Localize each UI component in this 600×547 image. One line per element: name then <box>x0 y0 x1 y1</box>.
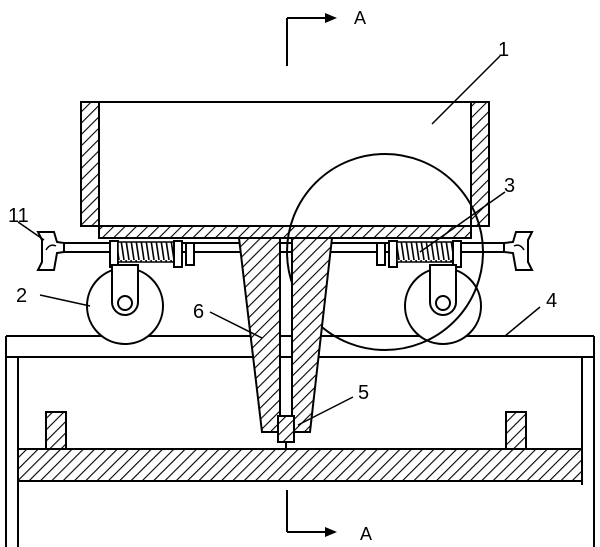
base-rail <box>17 448 583 482</box>
section-label-bottom: A <box>360 524 372 544</box>
label-part-11: 11 <box>8 205 29 227</box>
label-part-1: 1 <box>498 39 509 61</box>
track-frame <box>5 335 595 547</box>
label-part-2: 2 <box>16 285 27 307</box>
wheel-left <box>86 264 164 345</box>
spring-right <box>376 240 462 268</box>
label-part-4: 4 <box>546 290 557 312</box>
label-part-3: 3 <box>504 175 515 197</box>
section-mark-top: A <box>286 8 366 66</box>
hopper <box>80 101 490 239</box>
leader-lines <box>17 55 541 426</box>
stop-block-right <box>505 411 527 450</box>
spring-left <box>109 240 195 268</box>
handle-left <box>36 231 65 271</box>
label-part-5: 5 <box>358 382 369 404</box>
label-part-6: 6 <box>193 301 204 323</box>
stop-block-left <box>45 411 67 450</box>
hopper-floor <box>98 225 472 239</box>
hopper-wall-left <box>80 101 100 227</box>
section-label-top: A <box>354 8 366 28</box>
hopper-wall-right <box>470 101 490 227</box>
wheel-right <box>404 264 482 345</box>
scraper-blade <box>277 415 295 449</box>
discharge-chute <box>237 237 334 433</box>
section-mark-bottom: A <box>286 490 372 544</box>
detail-circle <box>286 153 484 351</box>
handle-right <box>503 231 534 271</box>
